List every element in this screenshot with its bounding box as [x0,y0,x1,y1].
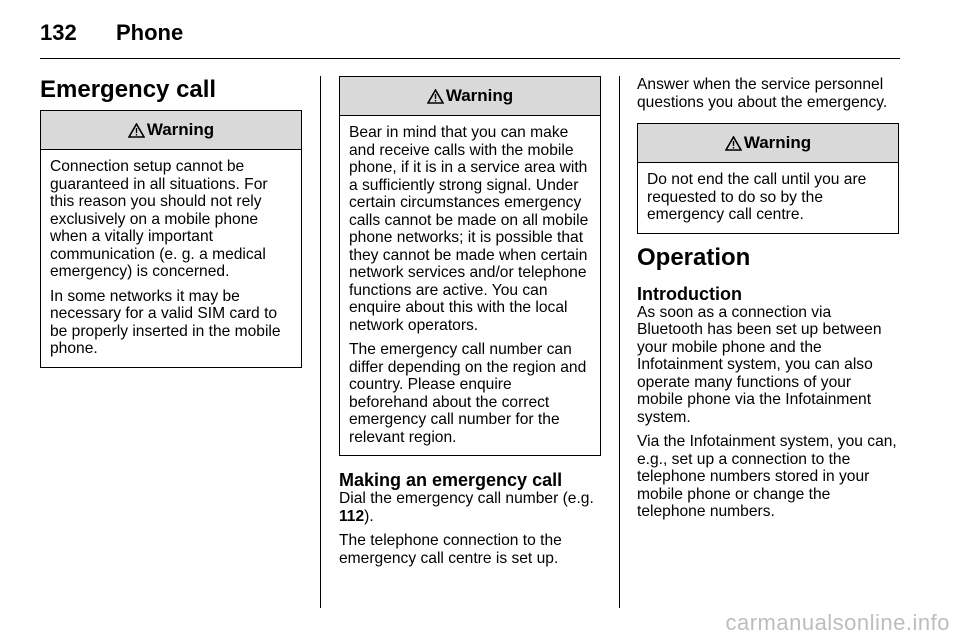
emergency-number: 112 [339,507,365,525]
body-paragraph: Answer when the service personnel questi… [637,76,888,111]
warning-body: Do not end the call until you are reques… [638,163,898,233]
warning-header: Warning [638,124,898,163]
warning-triangle-icon [426,88,444,104]
column-divider [619,76,620,608]
warning-paragraph: Do not end the call until you are reques… [647,171,867,223]
subsection-heading: Making an emergency call [339,470,563,490]
warning-label: Warning [445,86,514,105]
body-paragraph: Via the Infotainment system, you can, e.… [637,433,897,520]
watermark: carmanualsonline.info [725,610,950,635]
warning-label: Warning [146,120,215,139]
column-3: Answer when the service personnel questi… [637,76,899,528]
column-divider [320,76,321,608]
warning-body: Connection setup cannot be guaranteed in… [41,150,301,367]
warning-label: Warning [743,133,812,152]
warning-paragraph: Connection setup cannot be guaranteed in… [50,158,268,280]
warning-body: Bear in mind that you can make and recei… [340,116,600,455]
section-title: Emergency call [40,76,217,103]
warning-box: Warning Bear in mind that you can make a… [339,76,601,456]
warning-triangle-icon [724,135,742,151]
warning-box: Warning Do not end the call until you ar… [637,123,899,234]
subsection-heading: Introduction [637,283,742,304]
warning-paragraph: Bear in mind that you can make and recei… [349,124,589,334]
warning-box: Warning Connection setup cannot be guara… [40,110,302,368]
body-text: Dial the emergency call number (e.g. [339,490,594,507]
warning-header: Warning [340,77,600,116]
page-header: 132 Phone [40,18,900,59]
body-paragraph: As soon as a connection via Bluetooth ha… [637,303,882,426]
page-number: 132 [40,20,77,45]
body-paragraph: Dial the emergency call number (e.g. 112… [339,490,601,525]
section-title: Operation [637,243,751,271]
column-1: Emergency call Warning Connection setup … [40,76,302,368]
warning-header: Warning [41,111,301,150]
column-2: Warning Bear in mind that you can make a… [339,76,601,574]
warning-paragraph: The emergency call number can differ dep… [349,341,587,446]
body-paragraph: The telephone connection to the emergenc… [339,532,562,567]
warning-triangle-icon [127,122,145,138]
body-text: ). [364,507,374,525]
warning-paragraph: In some networks it may be necessary for… [50,287,281,358]
chapter-title: Phone [116,20,184,45]
